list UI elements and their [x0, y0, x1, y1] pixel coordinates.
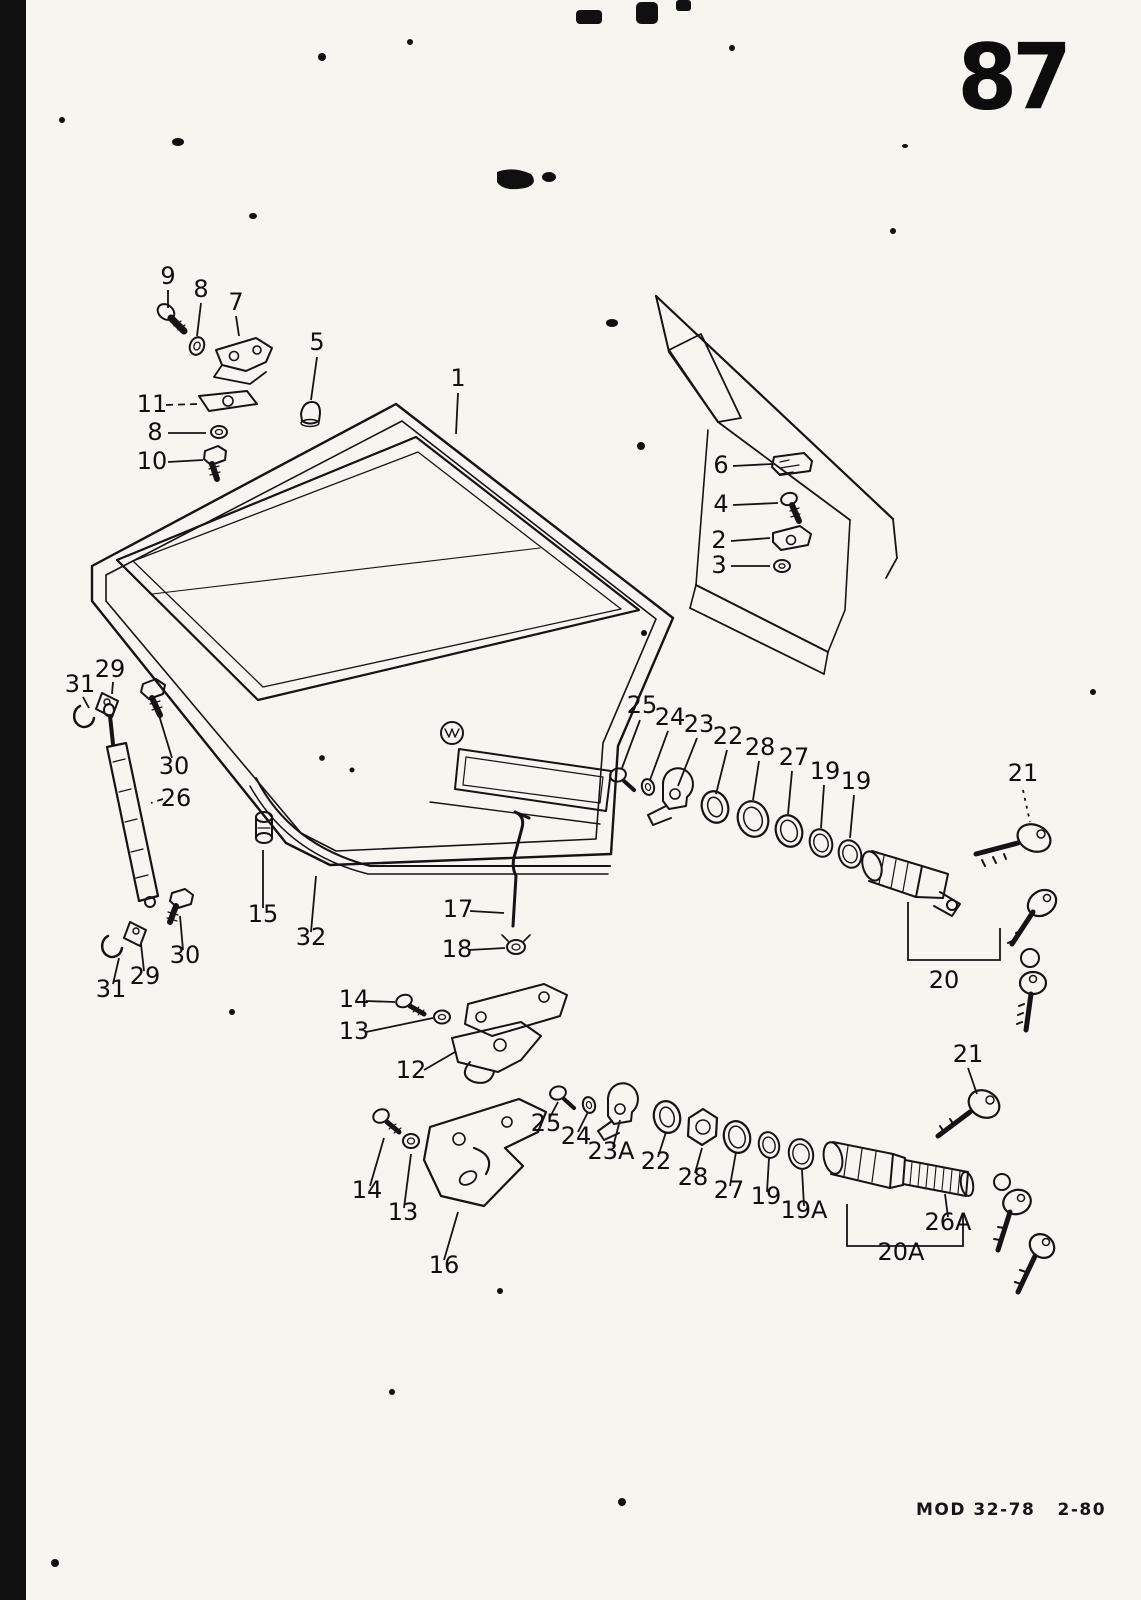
latch-lower: [372, 1097, 548, 1208]
callout-19b: 19: [841, 767, 872, 795]
callout-28a: 28: [745, 733, 776, 761]
gas-strut-assembly: [72, 678, 166, 908]
callout-2: 2: [711, 526, 726, 554]
callout-21a: 21: [1008, 759, 1039, 787]
callout-18: 18: [442, 935, 473, 963]
callout-15: 15: [248, 900, 279, 928]
callout-8b: 8: [147, 418, 162, 446]
callout-32: 32: [296, 923, 327, 951]
gas-strut-lower-mount: [100, 888, 194, 959]
callout-21b: 21: [953, 1040, 984, 1068]
callout-4: 4: [713, 490, 728, 518]
lock-cylinder-chain-upper: [609, 767, 961, 917]
lock-cylinder-chain-lower: [549, 1082, 975, 1197]
callout-26: 26: [161, 784, 192, 812]
callout-19c: 19: [751, 1182, 782, 1210]
callout-26A: 26A: [925, 1208, 973, 1236]
callout-12: 12: [396, 1056, 427, 1084]
callout-31b: 31: [96, 975, 127, 1003]
weatherstrip-seal: [249, 777, 611, 875]
callout-6: 6: [713, 451, 728, 479]
callout-23: 23: [684, 710, 715, 738]
callout-17: 17: [443, 895, 474, 923]
callout-3: 3: [711, 551, 726, 579]
callout-14b: 14: [352, 1176, 383, 1204]
callout-30a: 30: [159, 752, 190, 780]
grommet: [300, 401, 321, 428]
callout-22a: 22: [713, 722, 744, 750]
callout-20A: 20A: [878, 1238, 926, 1266]
page-number: 87: [957, 25, 1072, 132]
callout-19A: 19A: [781, 1196, 829, 1224]
callout-24a: 24: [655, 703, 686, 731]
callout-labels: 9 8 7 5 1 11 8 10 6 4 2 3 31 29 30 26 25…: [65, 262, 1039, 1279]
keys-upper: [973, 823, 1058, 1033]
callout-25a: 25: [627, 691, 658, 719]
callout-13b: 13: [388, 1198, 419, 1226]
callout-8a: 8: [193, 275, 208, 303]
callout-1: 1: [450, 364, 465, 392]
callout-28b: 28: [678, 1163, 709, 1191]
callout-27a: 27: [779, 743, 810, 771]
buffer-stud: [255, 811, 273, 844]
callout-10: 10: [137, 447, 168, 475]
callout-25b: 25: [531, 1109, 562, 1137]
callout-24b: 24: [561, 1122, 592, 1150]
callout-23A: 23A: [588, 1137, 636, 1165]
callout-20: 20: [929, 966, 960, 994]
hinge-parts-left: [156, 303, 273, 482]
body-quarter-panel: [654, 294, 898, 675]
callout-13a: 13: [339, 1017, 370, 1045]
lock-rod-and-clip: [501, 810, 531, 955]
tailgate-panel: [90, 402, 675, 867]
hinge-parts-right: [771, 452, 813, 573]
latch-upper: [395, 983, 568, 1084]
callout-27b: 27: [714, 1176, 745, 1204]
callout-29a: 29: [95, 655, 126, 683]
footer-plate-code: MOD 32-78 2-80: [916, 1500, 1107, 1520]
callout-19a: 19: [810, 757, 841, 785]
callout-5: 5: [309, 328, 324, 356]
scan-artifacts: [0, 0, 1096, 1600]
leader-lines: [82, 290, 1031, 1261]
callout-14a: 14: [339, 985, 370, 1013]
callout-29b: 29: [130, 962, 161, 990]
callout-31a: 31: [65, 670, 96, 698]
callout-30b: 30: [170, 941, 201, 969]
callout-16: 16: [429, 1251, 460, 1279]
callout-9: 9: [160, 262, 175, 290]
callout-7: 7: [228, 288, 243, 316]
keys-lower: [935, 1089, 1056, 1295]
callout-22b: 22: [641, 1147, 672, 1175]
callout-11: 11: [137, 390, 168, 418]
